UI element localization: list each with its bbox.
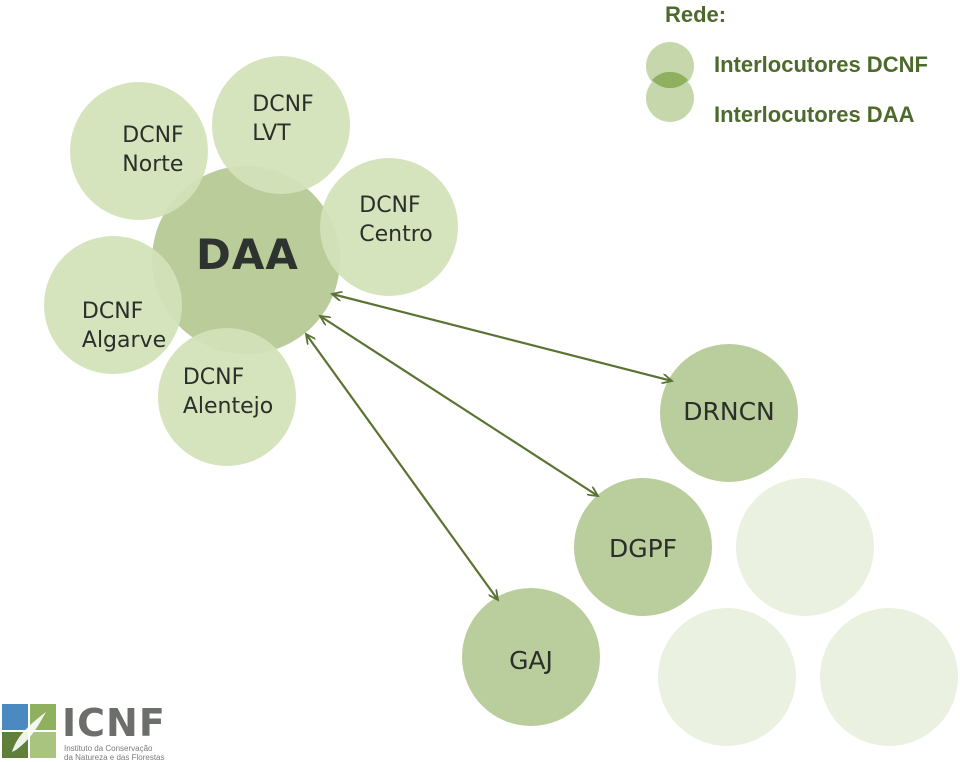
icnf-logo: ICNF Instituto da Conservação da Naturez… xyxy=(2,701,172,762)
node-dcnf-algarve-label: DCNF Algarve xyxy=(81,299,167,353)
legend-label-daa: Interlocutores DAA xyxy=(714,102,915,127)
arrow-daa-drncn xyxy=(332,294,672,381)
node-dcnf-norte-label: DCNF Norte xyxy=(122,123,184,177)
logo-subtitle-line1: Instituto da Conservação xyxy=(64,744,153,753)
logo-subtitle-line2: da Natureza e das Florestas xyxy=(64,753,165,762)
daa-hub-label: DAA xyxy=(196,230,299,279)
arrow-daa-dgpf xyxy=(320,316,598,496)
logo-name: ICNF xyxy=(62,701,166,745)
node-dcnf-norte: DCNF Norte xyxy=(70,82,208,220)
arrow-daa-gaj xyxy=(306,334,498,600)
node-dcnf-lvt: DCNF LVT xyxy=(212,56,350,194)
empty-node-2 xyxy=(658,608,796,746)
legend-overlap-lens xyxy=(652,71,688,89)
node-drncn-label: DRNCN xyxy=(683,396,775,426)
node-dgpf-label: DGPF xyxy=(608,533,678,563)
node-dcnf-alentejo: DCNF Alentejo xyxy=(158,328,296,466)
empty-node-3 xyxy=(820,608,958,746)
oak-leaf-logo-icon xyxy=(2,704,56,758)
node-drncn: DRNCN xyxy=(660,344,798,482)
node-dcnf-lvt-label: DCNF LVT xyxy=(252,92,314,146)
legend-label-dcnf: Interlocutores DCNF xyxy=(714,52,928,77)
node-gaj-label: GAJ xyxy=(509,645,553,675)
empty-node-1 xyxy=(736,478,874,616)
node-gaj: GAJ xyxy=(462,588,600,726)
node-dcnf-algarve: DCNF Algarve xyxy=(44,236,182,374)
node-dcnf-centro: DCNF Centro xyxy=(320,158,458,296)
node-dcnf-alentejo-label: DCNF Alentejo xyxy=(182,365,274,419)
node-dcnf-centro-label: DCNF Centro xyxy=(359,193,433,247)
legend-title: Rede: xyxy=(665,2,727,27)
node-dgpf: DGPF xyxy=(574,478,712,616)
